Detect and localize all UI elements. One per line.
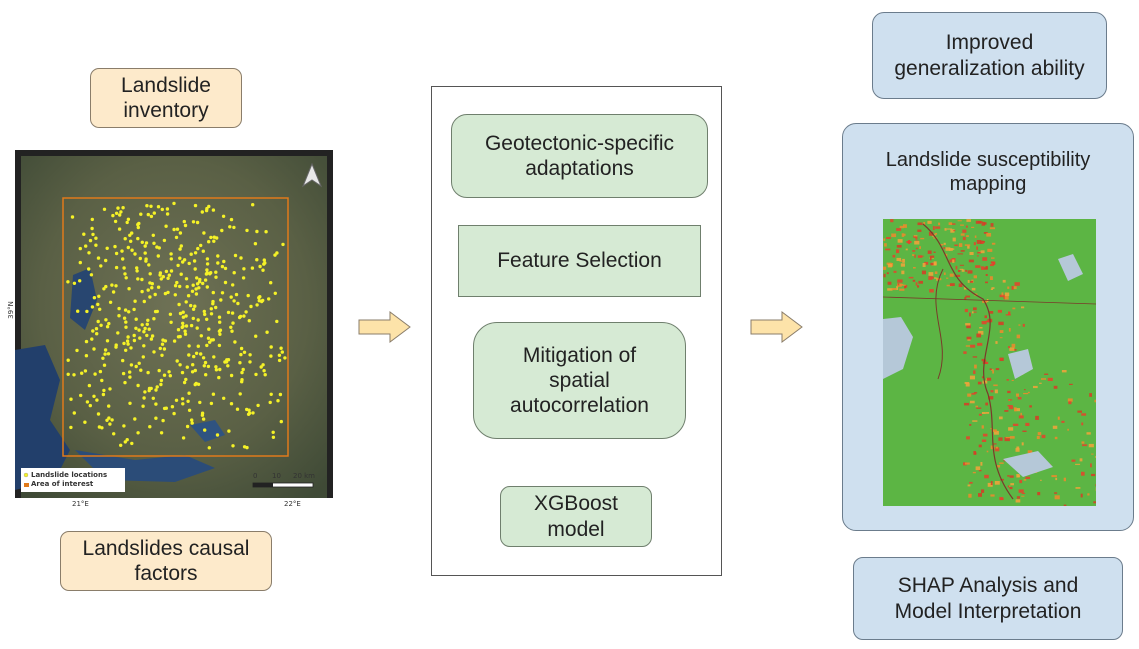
arrow-right-icon [750, 311, 803, 343]
north-arrow-icon [301, 162, 323, 188]
susceptibility-map [883, 219, 1096, 506]
lake-center [1008, 349, 1033, 379]
landslide-inventory-label: Landslide inventory [121, 73, 211, 122]
lon-tick-22: 22°E [284, 500, 301, 508]
high-susceptibility-patches [883, 219, 1096, 506]
sea-region-west [15, 345, 70, 490]
lake-left [883, 317, 913, 379]
landslide-points [66, 201, 287, 450]
landslide-inventory-box: Landslide inventory [90, 68, 242, 128]
improved-generalization-label: Improved generalization ability [894, 31, 1085, 80]
landslides-causal-factors-box: Landslides causal factors [60, 531, 272, 591]
map-frame [15, 150, 333, 156]
lake-south [190, 420, 225, 442]
area-of-interest [62, 197, 289, 457]
legend-area-label: Area of interest [31, 480, 94, 488]
susceptibility-mapping-title: Landslide susceptibility mapping [885, 149, 1091, 195]
step-spatial-autocorrelation: Mitigation of spatial autocorrelation [473, 322, 686, 439]
boundary-line [935, 268, 944, 380]
boundary-line [883, 296, 1096, 305]
boundary-line [922, 223, 1014, 500]
map-legend [21, 468, 125, 492]
lake-west [70, 268, 97, 330]
lake-bottom [1003, 451, 1053, 477]
shap-analysis-box: SHAP Analysis and Model Interpretation [853, 557, 1123, 640]
landslide-inventory-map [15, 150, 333, 498]
arrow-right-icon [358, 311, 411, 343]
scale-tick-20: 20 km [293, 472, 316, 480]
step-xgboost-model: XGBoost model [500, 486, 652, 547]
lat-tick-label: 39°N [6, 301, 15, 319]
step-geotectonic-adaptations: Geotectonic-specific adaptations [451, 114, 708, 198]
shap-analysis-label: SHAP Analysis and Model Interpretation [894, 574, 1082, 623]
legend-point-label: Landslide locations [31, 471, 108, 479]
improved-generalization-box: Improved generalization ability [872, 12, 1107, 99]
lon-tick-21: 21°E [72, 500, 89, 508]
lake-top-right [1058, 254, 1083, 281]
landslides-causal-factors-label: Landslides causal factors [82, 536, 250, 585]
map-background [15, 150, 333, 498]
step-feature-selection: Feature Selection [458, 225, 701, 297]
scale-tick-10: 10 [272, 472, 281, 480]
scale-tick-0: 0 [253, 472, 258, 480]
